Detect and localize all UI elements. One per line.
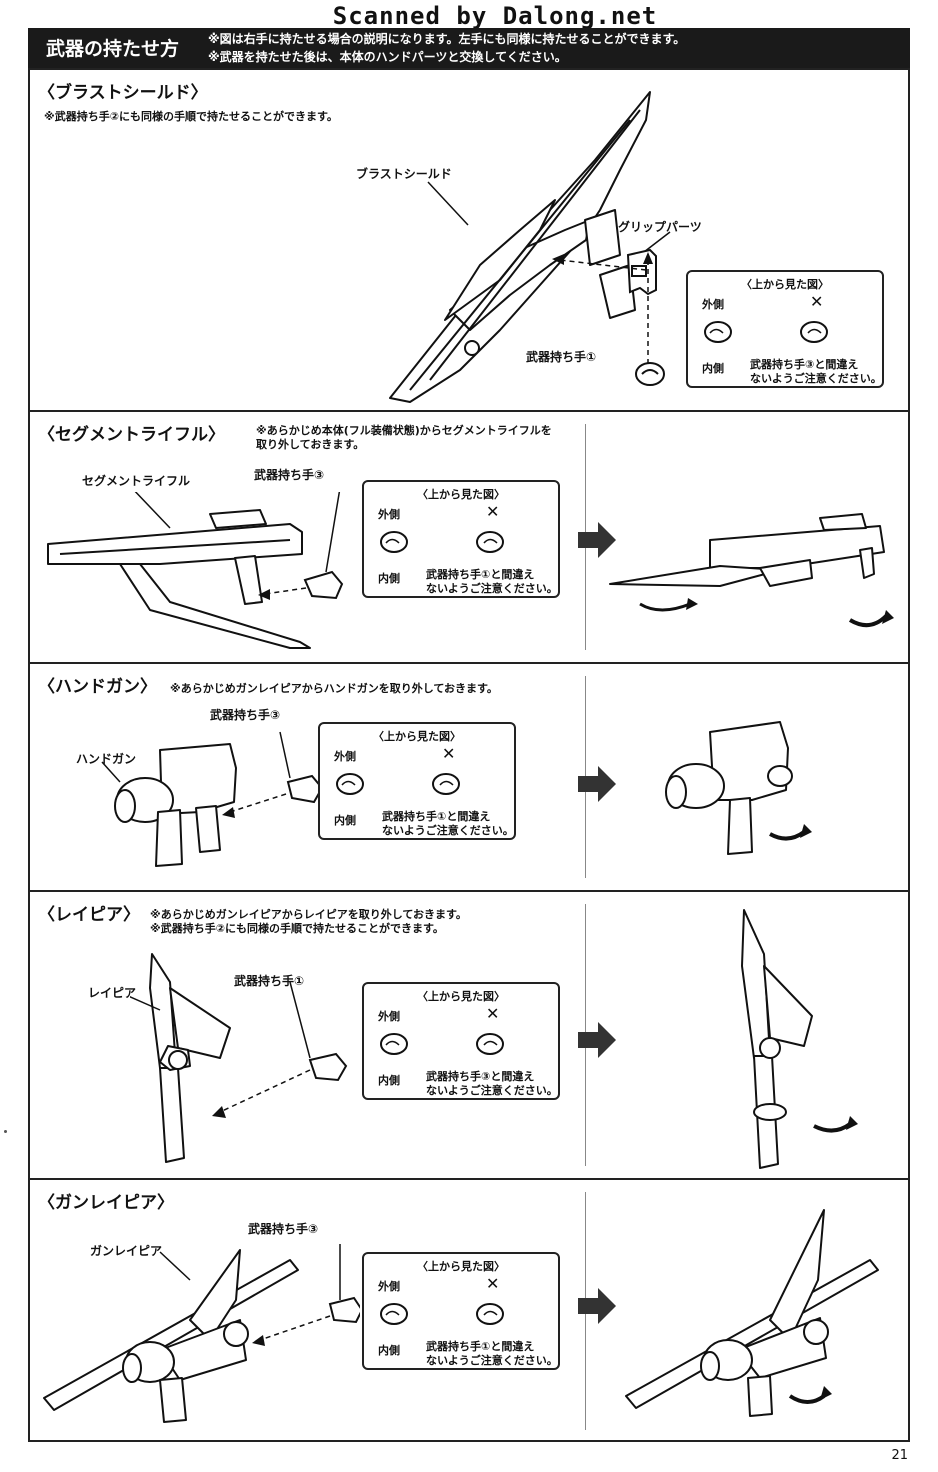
correct-hand-icon — [336, 773, 364, 795]
section-rapier: 〈レイピア〉 ※あらかじめガンレイピアからレイピアを取り外しておきます。※武器持… — [30, 892, 908, 1180]
wrong-mark: ✕ — [486, 1004, 500, 1023]
step-arrow — [578, 1022, 616, 1058]
top-view-warning: 武器持ち手③と間違えないようご注意ください。 — [750, 358, 882, 385]
assembly-arrows — [552, 252, 653, 365]
top-view-title: 〈上から見た図〉 — [417, 990, 505, 1003]
top-view-outer-label: 外側 — [378, 1280, 400, 1293]
top-view-title: 〈上から見た図〉 — [741, 278, 829, 291]
label-rapier: レイピア — [88, 986, 137, 1000]
page-number: 21 — [891, 1448, 908, 1463]
header-note-1: ※図は右手に持たせる場合の説明になります。左手にも同様に持たせることができます。 — [208, 32, 686, 46]
top-view-warning: 武器持ち手③と間違えないようご注意ください。 — [426, 1070, 558, 1097]
leader-line — [427, 181, 469, 226]
label-blast-shield: ブラストシールド — [356, 167, 452, 181]
gun-rapier-result-illustration — [625, 1209, 879, 1417]
top-view-inner-label: 内側 — [378, 1074, 400, 1087]
section-title: 〈ハンドガン〉 — [38, 677, 157, 697]
top-view-inner-label: 内側 — [378, 572, 400, 585]
section-hand-gun: 〈ハンドガン〉 ※あらかじめガンレイピアからハンドガンを取り外しておきます。 武… — [30, 664, 908, 892]
section-segment-rifle: 〈セグメントライフル〉 ※あらかじめ本体(フル装備状態)からセグメントライフルを… — [30, 412, 908, 664]
top-view-box: 〈上から見た図〉 外側 ✕ 内側 武器持ち手③と間違えないようご注意ください。 — [362, 982, 560, 1100]
top-view-title: 〈上から見た図〉 — [417, 488, 505, 501]
section-title: 〈レイピア〉 — [38, 905, 140, 925]
correct-hand-icon — [380, 1033, 408, 1055]
step-arrow — [578, 522, 616, 558]
section-blast-shield: 〈ブラストシールド〉 ※武器持ち手②にも同様の手順で持たせることができます。 ブ… — [30, 70, 908, 412]
scan-speck — [4, 1130, 7, 1133]
top-view-title: 〈上から見た図〉 — [417, 1260, 505, 1273]
top-view-warning: 武器持ち手①と間違えないようご注意ください。 — [382, 810, 514, 837]
top-view-outer-label: 外側 — [378, 1010, 400, 1023]
page-title: 武器の持たせ方 — [46, 38, 180, 60]
label-hand-3: 武器持ち手③ — [254, 468, 325, 482]
top-view-box: 〈上から見た図〉 外側 ✕ 内側 武器持ち手①と間違えないようご注意ください。 — [362, 1252, 560, 1370]
page-header: 武器の持たせ方 ※図は右手に持たせる場合の説明になります。左手にも同様に持たせる… — [28, 28, 910, 68]
section-note: ※あらかじめ本体(フル装備状態)からセグメントライフルを取り外しておきます。 — [256, 424, 552, 451]
wrong-hand-icon — [432, 773, 460, 795]
label-gun-rapier: ガンレイピア — [90, 1244, 163, 1258]
wrong-mark: ✕ — [486, 1274, 500, 1293]
section-note: ※あらかじめガンレイピアからレイピアを取り外しておきます。※武器持ち手②にも同様… — [150, 908, 467, 935]
top-view-inner-label: 内側 — [378, 1344, 400, 1357]
label-hand-1: 武器持ち手① — [234, 974, 305, 988]
section-note: ※あらかじめガンレイピアからハンドガンを取り外しておきます。 — [170, 682, 498, 695]
label-hand-1: 武器持ち手① — [526, 350, 597, 364]
scan-watermark: Scanned by Dalong.net — [332, 2, 658, 30]
step-arrow — [578, 1288, 616, 1324]
label-grip-parts: グリップパーツ — [618, 220, 702, 234]
top-view-inner-label: 内側 — [702, 362, 724, 375]
wrong-hand-icon — [476, 1303, 504, 1325]
section-note: ※武器持ち手②にも同様の手順で持たせることができます。 — [44, 110, 338, 123]
wrong-mark: ✕ — [486, 502, 500, 521]
segment-rifle-result-illustration — [609, 513, 894, 628]
hand-gun-illustration — [101, 731, 324, 867]
top-view-box: 〈上から見た図〉 外側 ✕ 内側 武器持ち手①と間違えないようご注意ください。 — [318, 722, 516, 840]
hand-gun-result-illustration — [665, 721, 812, 855]
top-view-outer-label: 外側 — [334, 750, 356, 763]
top-view-outer-label: 外側 — [702, 298, 724, 311]
correct-hand-icon — [380, 531, 408, 553]
blast-shield-illustration — [389, 91, 651, 403]
label-hand-3: 武器持ち手③ — [248, 1222, 319, 1236]
correct-hand-icon — [380, 1303, 408, 1325]
top-view-title: 〈上から見た図〉 — [373, 730, 461, 743]
segment-rifle-illustration — [47, 492, 344, 649]
top-view-inner-label: 内側 — [334, 814, 356, 827]
rapier-illustration — [130, 953, 348, 1163]
section-gun-rapier: 〈ガンレイピア〉 武器持ち手③ ガンレイピア 〈上から見た図〉 外側 ✕ 内側 … — [30, 1180, 908, 1442]
rapier-result-illustration — [741, 909, 858, 1169]
section-title: 〈ガンレイピア〉 — [38, 1193, 174, 1213]
top-view-warning: 武器持ち手①と間違えないようご注意ください。 — [426, 1340, 558, 1367]
wrong-hand-icon — [800, 321, 828, 343]
correct-hand-icon — [704, 321, 732, 343]
label-hand-gun: ハンドガン — [76, 752, 137, 766]
section-title: 〈ブラストシールド〉 — [38, 83, 208, 103]
wrong-hand-icon — [476, 1033, 504, 1055]
header-note-2: ※武器を持たせた後は、本体のハンドパーツと交換してください。 — [208, 50, 567, 64]
step-arrow — [578, 766, 616, 802]
top-view-box: 〈上から見た図〉 外側 ✕ 内側 武器持ち手③と間違えないようご注意ください。 — [686, 270, 884, 388]
wrong-hand-icon — [476, 531, 504, 553]
top-view-warning: 武器持ち手①と間違えないようご注意ください。 — [426, 568, 558, 595]
instruction-frame — [28, 68, 910, 1442]
hand-1-illustration — [635, 362, 665, 386]
label-segment-rifle: セグメントライフル — [82, 474, 191, 488]
top-view-box: 〈上から見た図〉 外側 ✕ 内側 武器持ち手①と間違えないようご注意ください。 — [362, 480, 560, 598]
section-title: 〈セグメントライフル〉 — [38, 425, 225, 445]
wrong-mark: ✕ — [442, 744, 456, 763]
label-hand-3: 武器持ち手③ — [210, 708, 281, 722]
wrong-mark: ✕ — [810, 292, 824, 311]
top-view-outer-label: 外側 — [378, 508, 400, 521]
gun-rapier-illustration — [43, 1244, 360, 1423]
